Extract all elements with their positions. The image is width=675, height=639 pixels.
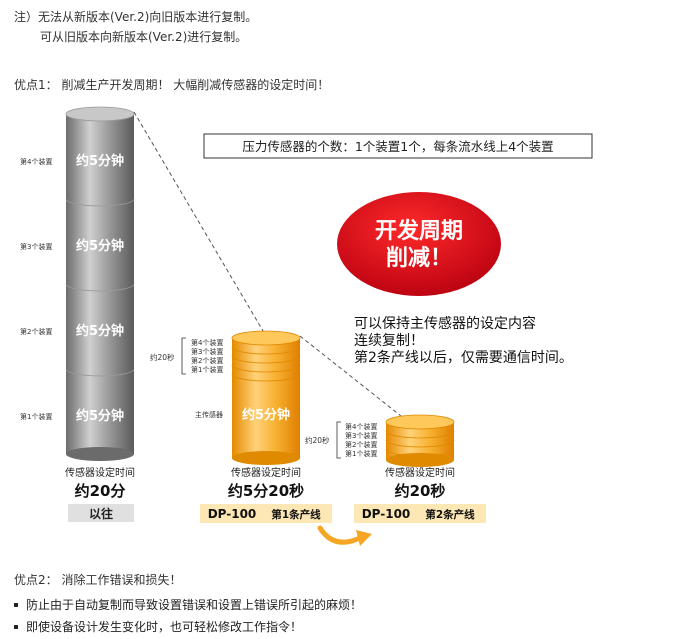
col3-tag-model: DP-100 xyxy=(362,507,411,521)
mid-main-label: 主传感器 xyxy=(195,410,223,419)
note-line-2: 可从旧版本向新版本(Ver.2)进行复制。 xyxy=(40,30,248,44)
tall-label-4: 第4个装置 xyxy=(20,157,52,166)
col2-caption: 传感器设定时间 xyxy=(231,466,301,479)
setup-time-figure: 约5分钟 约5分钟 约5分钟 约5分钟 第4个装置 第3个装置 第2个装置 第1… xyxy=(14,104,654,554)
mid-brace xyxy=(181,337,186,375)
bullet-text-1: 防止由于自动复制而导致设置错误和设置上错误所引起的麻烦！ xyxy=(26,598,363,612)
col3-tag-line: 第2条产线 xyxy=(425,508,475,521)
tall-segment-3: 约5分钟 xyxy=(76,238,124,254)
setup-time-diagram: 约5分钟 约5分钟 约5分钟 约5分钟 第4个装置 第3个装置 第2个装置 第1… xyxy=(20,106,593,546)
connector-line-1 xyxy=(133,111,267,337)
tall-label-3: 第3个装置 xyxy=(20,242,52,251)
tall-segment-2: 约5分钟 xyxy=(76,323,124,339)
desc-line-1: 可以保持主传感器的设定内容 xyxy=(354,315,536,332)
desc-line-2: 连续复制！ xyxy=(354,332,424,349)
small-stack-label-4: 第4个装置 xyxy=(345,422,377,431)
badge-line-2: 削减！ xyxy=(386,245,452,271)
col3-tag xyxy=(354,504,486,523)
mid-stack-label-4: 第4个装置 xyxy=(191,338,223,347)
tall-segment-1: 约5分钟 xyxy=(76,408,124,424)
bullet-item-1: 防止由于自动复制而导致设置错误和设置上错误所引起的麻烦！ xyxy=(14,596,362,613)
col1-value: 约20分 xyxy=(75,482,126,500)
col2-value: 约5分20秒 xyxy=(228,482,304,500)
col1-tag xyxy=(68,504,134,522)
tall-label-1: 第1个装置 xyxy=(20,412,52,421)
small-brace-label: 约20秒 xyxy=(305,435,330,445)
col2-tag-model: DP-100 xyxy=(208,507,257,521)
curved-arrow-icon xyxy=(317,525,372,546)
tall-cylinder: 约5分钟 约5分钟 约5分钟 约5分钟 xyxy=(65,106,135,461)
tall-label-2: 第2个装置 xyxy=(20,327,52,336)
bullet-square-icon xyxy=(14,602,18,607)
col3-value: 约20秒 xyxy=(395,482,446,500)
col1-caption: 传感器设定时间 xyxy=(65,466,135,479)
small-cylinder xyxy=(385,414,455,467)
col2-tag-line: 第1条产线 xyxy=(271,508,321,521)
col2-tag xyxy=(200,504,332,523)
tall-segment-4: 约5分钟 xyxy=(76,153,124,169)
mid-brace-label: 约20秒 xyxy=(150,352,175,362)
point-2-title: 优点2： 消除工作错误和损失！ xyxy=(14,573,182,587)
small-stack-label-2: 第2个装置 xyxy=(345,440,377,449)
mid-stack-label-2: 第2个装置 xyxy=(191,356,223,365)
connector-line-2 xyxy=(299,335,407,421)
col1-tag-text: 以往 xyxy=(89,506,113,521)
info-box-text: 压力传感器的个数：1个装置1个，每条流水线上4个装置 xyxy=(242,139,553,154)
bullet-text-2: 即使设备设计发生变化时，也可轻松修改工作指令！ xyxy=(26,620,303,634)
desc-line-3: 第2条产线以后，仅需要通信时间。 xyxy=(354,349,573,366)
mid-cylinder: 约5分钟 xyxy=(231,330,301,465)
note-line-1: 注）无法从新版本(Ver.2)向旧版本进行复制。 xyxy=(14,10,258,24)
col3-caption: 传感器设定时间 xyxy=(385,466,455,479)
badge-line-1: 开发周期 xyxy=(375,218,463,244)
info-box xyxy=(203,133,593,159)
mid-segment: 约5分钟 xyxy=(242,407,290,423)
small-brace xyxy=(336,421,341,459)
bullet-item-2: 即使设备设计发生变化时，也可轻松修改工作指令！ xyxy=(14,618,302,635)
bullet-square-icon xyxy=(14,624,18,629)
cycle-reduction-badge: 开发周期 削减！ xyxy=(337,192,501,296)
small-stack-label-1: 第1个装置 xyxy=(345,449,377,458)
mid-stack-label-3: 第3个装置 xyxy=(191,347,223,356)
small-stack-label-3: 第3个装置 xyxy=(345,431,377,440)
mid-stack-label-1: 第1个装置 xyxy=(191,365,223,374)
point-1-title: 优点1： 削减生产开发周期！ 大幅削减传感器的设定时间！ xyxy=(14,78,330,92)
